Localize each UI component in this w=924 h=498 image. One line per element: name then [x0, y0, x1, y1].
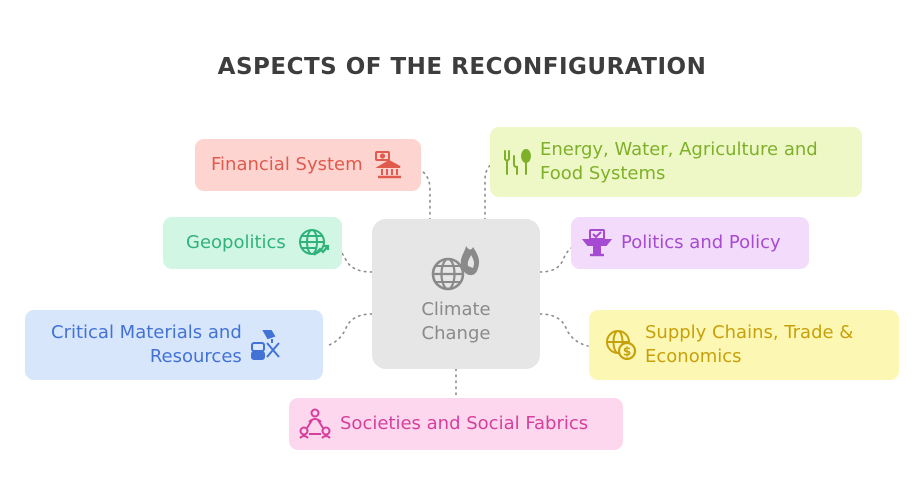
- podium-icon: [582, 228, 612, 258]
- node-label-line1: Critical Materials and: [51, 322, 242, 343]
- node-societies: Societies and Social Fabrics: [289, 398, 623, 450]
- globe-dollar-icon: $: [605, 329, 637, 361]
- svg-text:$: $: [623, 345, 631, 359]
- globe-flame-icon: [428, 244, 486, 298]
- link-supply: [539, 313, 589, 347]
- node-supply-chains: $ Supply Chains, Trade & Economics: [589, 310, 899, 380]
- node-politics-policy: Politics and Policy: [571, 217, 809, 269]
- link-materials: [325, 313, 373, 347]
- node-label-line1: Supply Chains, Trade &: [645, 322, 854, 343]
- node-energy-food-systems: Energy, Water, Agriculture and Food Syst…: [490, 127, 862, 197]
- node-label-line2: Food Systems: [540, 163, 666, 184]
- people-network-icon: [299, 408, 331, 440]
- node-label: Geopolitics: [186, 232, 286, 253]
- node-geopolitics: Geopolitics: [163, 217, 342, 269]
- node-label: Societies and Social Fabrics: [340, 413, 589, 434]
- center-node: [372, 219, 540, 369]
- mining-resources-icon: [250, 329, 282, 361]
- food-cutlery-icon: [502, 147, 532, 177]
- center-label-line2: Change: [421, 323, 491, 344]
- node-label-line2: Economics: [645, 346, 742, 367]
- node-label-line2: Resources: [149, 346, 242, 367]
- center-label-line1: Climate: [421, 299, 491, 320]
- node-financial-system: Financial System: [195, 139, 421, 191]
- node-label: Politics and Policy: [621, 232, 781, 253]
- link-geopolitics: [331, 245, 373, 273]
- globe-trend-icon: [298, 228, 330, 258]
- center-label: Climate Change: [372, 298, 540, 346]
- bank-money-icon: [373, 150, 403, 180]
- node-label: Financial System: [211, 154, 363, 175]
- diagram-title: ASPECTS OF THE RECONFIGURATION: [217, 54, 707, 80]
- node-label-line1: Energy, Water, Agriculture and: [540, 139, 818, 160]
- node-critical-materials: Critical Materials and Resources: [25, 310, 323, 380]
